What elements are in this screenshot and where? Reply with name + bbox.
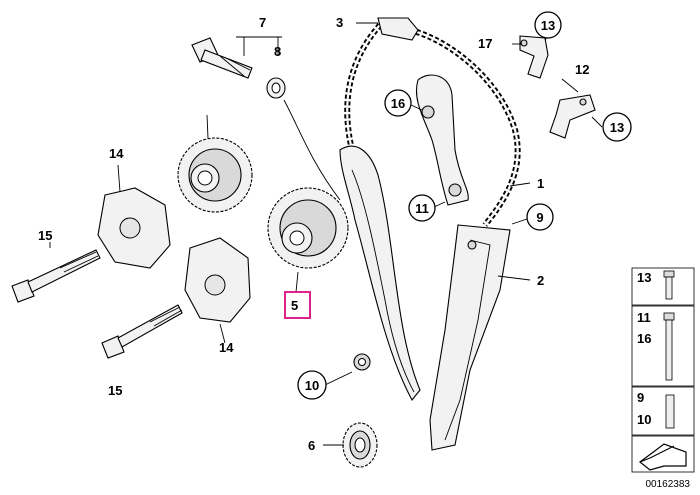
svg-text:11: 11	[637, 310, 651, 325]
svg-text:8: 8	[274, 44, 281, 59]
svg-text:9: 9	[637, 390, 644, 405]
callout-14-upper: 14	[109, 146, 124, 161]
legend-panel: 13 11 16 9 10	[631, 267, 695, 473]
bracket-12	[549, 94, 596, 139]
tensioner-rail	[339, 145, 421, 401]
legend-arrow-icon	[639, 443, 687, 471]
svg-text:10: 10	[637, 412, 651, 427]
svg-text:7: 7	[259, 15, 266, 30]
callout-15-lower: 15	[108, 383, 122, 398]
svg-text:15: 15	[38, 228, 52, 243]
callout-2: 2	[537, 273, 544, 288]
callout-7: 7	[259, 15, 266, 30]
callout-12: 12	[575, 62, 589, 77]
svg-text:12: 12	[575, 62, 589, 77]
crankshaft-sprocket	[342, 422, 378, 468]
legend-row-pin-9-10: 9 10	[637, 390, 675, 429]
vanos-sprocket-4	[177, 137, 253, 213]
bracket-17	[519, 35, 549, 79]
callout-3: 3	[336, 15, 343, 30]
legend-row-screw-13: 13	[637, 270, 675, 300]
pulse-wheel-lower	[184, 237, 251, 323]
svg-text:10: 10	[305, 378, 319, 393]
callout-10: 10	[297, 370, 327, 400]
svg-text:3: 3	[336, 15, 343, 30]
callout-5-highlighted: 5	[284, 291, 311, 319]
svg-text:6: 6	[308, 438, 315, 453]
svg-text:2: 2	[537, 273, 544, 288]
callout-8: 8	[274, 44, 281, 59]
pulse-wheel-upper	[97, 187, 171, 269]
chain-guide-bracket	[415, 74, 469, 206]
callout-13-top: 13	[534, 11, 562, 39]
bolt-15-lower	[101, 304, 183, 359]
svg-text:13: 13	[610, 120, 624, 135]
bolt-7	[191, 37, 253, 79]
svg-text:16: 16	[637, 331, 651, 346]
legend-row-bolt-11-16: 11 16	[637, 310, 675, 381]
callout-11: 11	[408, 194, 436, 222]
callout-17: 17	[478, 36, 492, 51]
svg-text:14: 14	[109, 146, 124, 161]
svg-text:13: 13	[541, 18, 555, 33]
svg-text:13: 13	[637, 270, 651, 285]
figure-number: 00162383	[646, 479, 691, 490]
washer-8	[266, 77, 286, 99]
callout-14-lower: 14	[219, 340, 234, 355]
svg-text:9: 9	[536, 210, 543, 225]
upper-chain-guide	[377, 17, 419, 41]
svg-text:11: 11	[415, 201, 429, 216]
svg-text:1: 1	[537, 176, 544, 191]
callout-1: 1	[537, 176, 544, 191]
callout-15-upper: 15	[38, 228, 52, 243]
bolt-15-upper	[11, 249, 101, 303]
callout-6: 6	[308, 438, 315, 453]
callout-16: 16	[384, 89, 412, 117]
svg-text:17: 17	[478, 36, 492, 51]
svg-text:16: 16	[391, 96, 405, 111]
svg-text:14: 14	[219, 340, 234, 355]
svg-text:5: 5	[291, 298, 298, 313]
guide-rail	[429, 224, 511, 451]
svg-text:15: 15	[108, 383, 122, 398]
callout-9: 9	[526, 203, 554, 231]
vanos-sprocket-5	[267, 187, 349, 269]
callout-13-right: 13	[602, 112, 632, 142]
